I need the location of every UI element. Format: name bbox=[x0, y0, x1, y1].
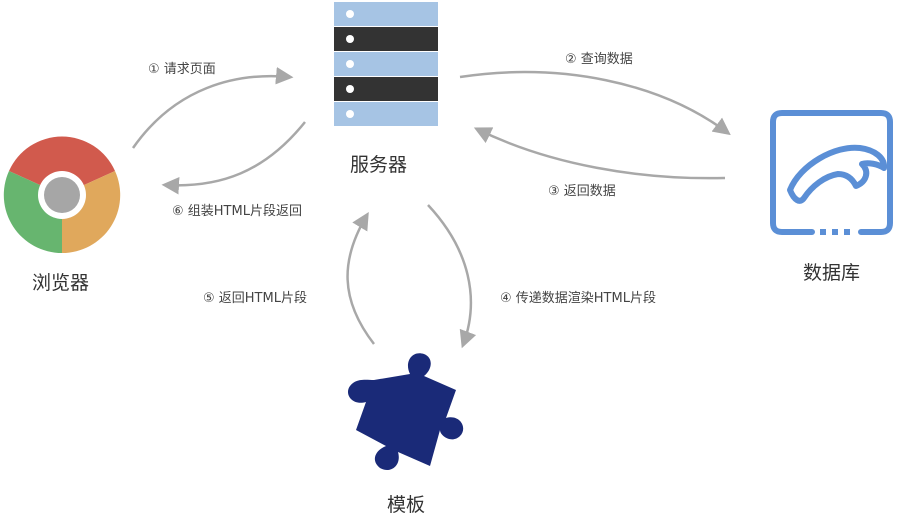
browser-label: 浏览器 bbox=[32, 272, 90, 294]
database-label: 数据库 bbox=[803, 262, 861, 284]
chrome-browser-icon bbox=[3, 136, 121, 254]
arrow-pass-data-render bbox=[427, 204, 477, 349]
arrow-return-data bbox=[473, 127, 726, 180]
step-label-return-fragment: ⑤ 返回HTML片段 bbox=[203, 291, 307, 306]
step-label-assemble-return: ⑥ 组装HTML片段返回 bbox=[172, 204, 302, 219]
step-label-query-data: ② 查询数据 bbox=[565, 52, 633, 67]
step-label-return-data: ③ 返回数据 bbox=[548, 184, 616, 199]
arrow-query-data bbox=[459, 70, 731, 136]
arrow-return-fragment bbox=[346, 211, 375, 345]
arrow-assemble-return bbox=[161, 121, 306, 195]
step-label-pass-data-render: ④ 传递数据渲染HTML片段 bbox=[500, 291, 656, 306]
mysql-dolphin-icon bbox=[770, 110, 893, 235]
puzzle-piece-icon bbox=[347, 353, 464, 471]
template-label: 模板 bbox=[387, 494, 426, 516]
server-rack-icon bbox=[334, 2, 438, 126]
step-label-request-page: ① 请求页面 bbox=[148, 62, 216, 77]
server-label: 服务器 bbox=[350, 154, 408, 176]
arrow-request-page bbox=[131, 67, 294, 149]
